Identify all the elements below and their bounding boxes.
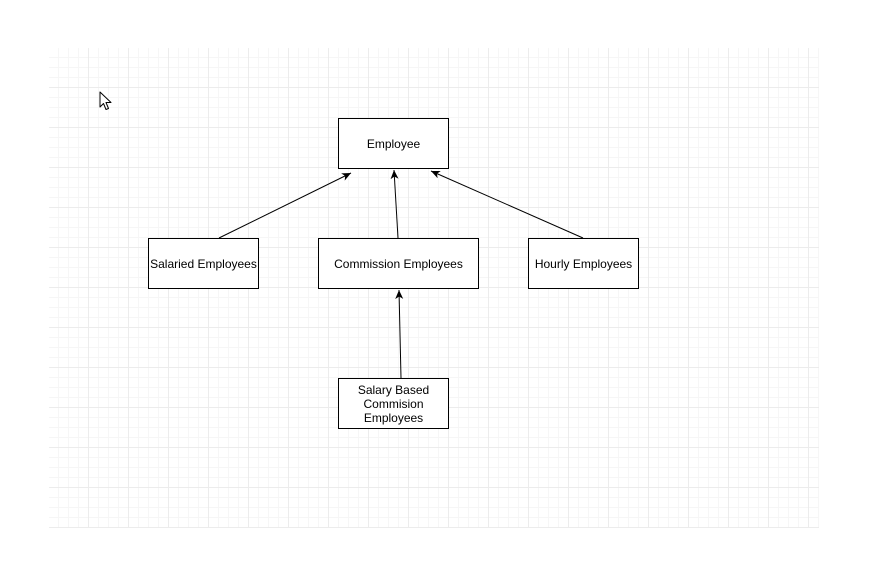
- node-salary-based-commision-employees[interactable]: Salary Based Commision Employees: [338, 378, 449, 429]
- mouse-pointer-icon: [99, 91, 112, 110]
- node-commission-employees-label: Commission Employees: [334, 256, 463, 271]
- node-commission-employees[interactable]: Commission Employees: [318, 238, 479, 289]
- node-salaried-employees[interactable]: Salaried Employees: [148, 238, 259, 289]
- node-hourly-employees-label: Hourly Employees: [534, 256, 633, 271]
- node-salaried-employees-label: Salaried Employees: [150, 256, 257, 271]
- node-hourly-employees[interactable]: Hourly Employees: [528, 238, 639, 289]
- node-employee-label: Employee: [366, 136, 421, 151]
- node-salary-based-commision-employees-label: Salary Based Commision Employees: [357, 382, 430, 425]
- node-employee[interactable]: Employee: [338, 118, 449, 169]
